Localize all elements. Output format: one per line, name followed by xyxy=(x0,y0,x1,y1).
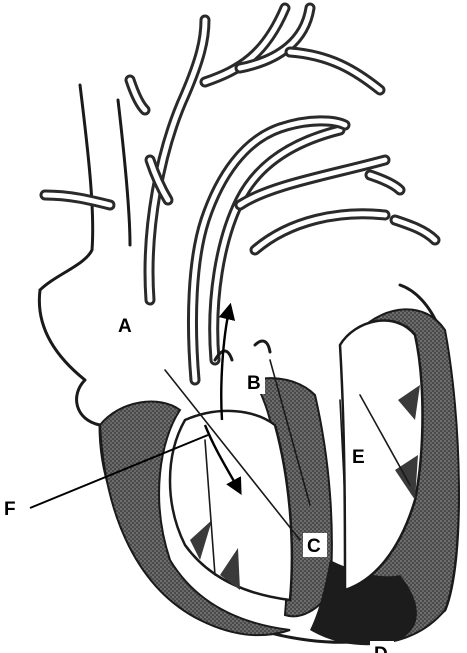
label-c-text: C xyxy=(307,536,321,557)
label-c: C xyxy=(303,533,327,557)
label-a: A xyxy=(118,316,132,337)
label-b-text: B xyxy=(247,373,261,394)
label-b: B xyxy=(243,370,265,394)
aortic-arch-branches xyxy=(130,8,380,300)
label-e: E xyxy=(352,447,365,468)
label-f-text: F xyxy=(4,499,16,520)
label-d-text: D xyxy=(374,644,388,653)
label-d: D xyxy=(370,641,394,653)
label-e-text: E xyxy=(352,447,365,468)
heart-walls xyxy=(39,285,459,645)
label-a-text: A xyxy=(118,316,132,337)
